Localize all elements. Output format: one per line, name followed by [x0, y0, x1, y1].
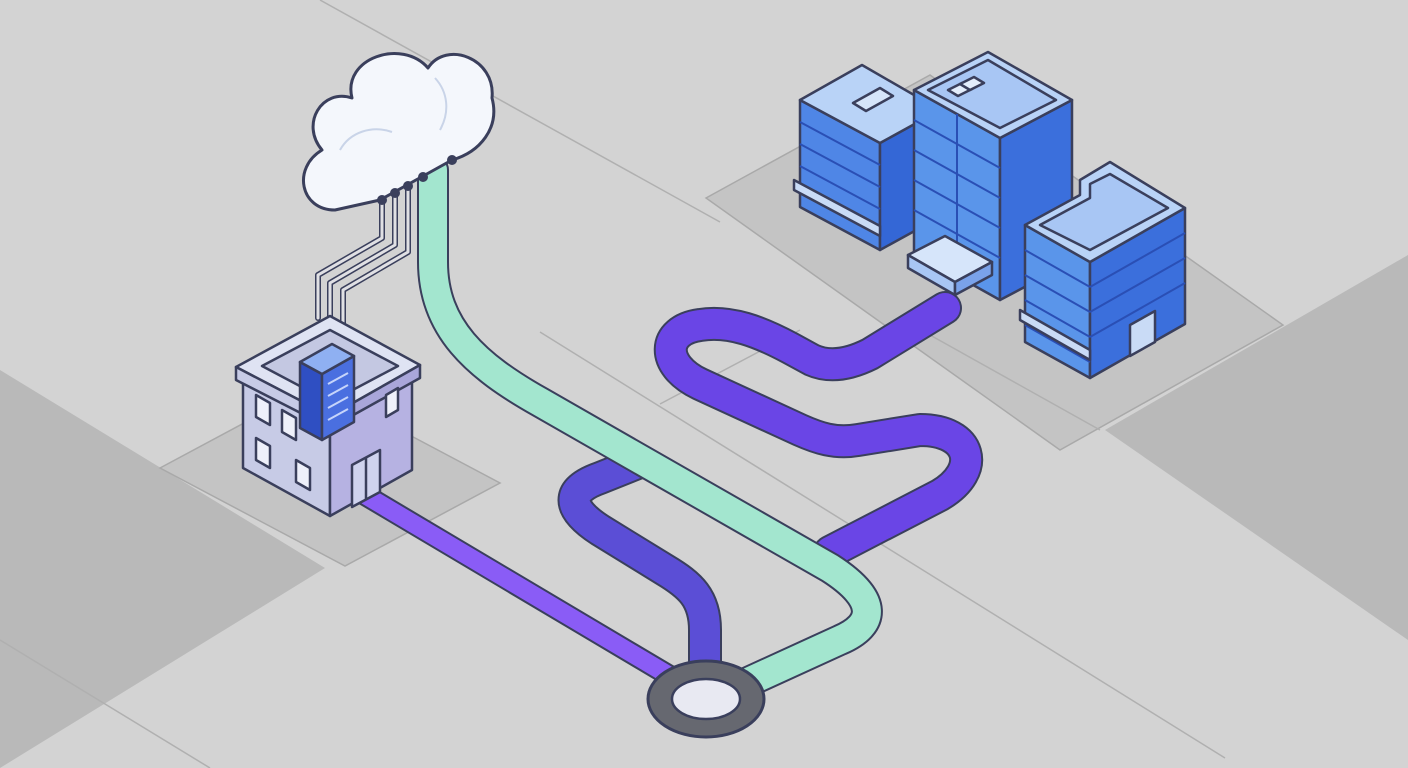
road-line — [539, 331, 1226, 759]
server-rack-icon — [298, 342, 356, 442]
ground-block-right — [1105, 255, 1408, 640]
tower-b — [906, 50, 1074, 302]
ground-block-left — [0, 370, 325, 768]
cloud-connector-dots — [377, 155, 457, 205]
cloud-icon — [302, 52, 496, 212]
tower-c — [1018, 160, 1187, 380]
office-building-icon — [792, 50, 1187, 380]
office-windows — [254, 386, 400, 492]
road-line — [929, 334, 1101, 431]
hub-node-icon — [646, 659, 766, 739]
road-line — [0, 639, 211, 768]
connection-paths — [315, 154, 983, 704]
road-line — [319, 0, 721, 223]
local-office-building — [234, 314, 422, 518]
